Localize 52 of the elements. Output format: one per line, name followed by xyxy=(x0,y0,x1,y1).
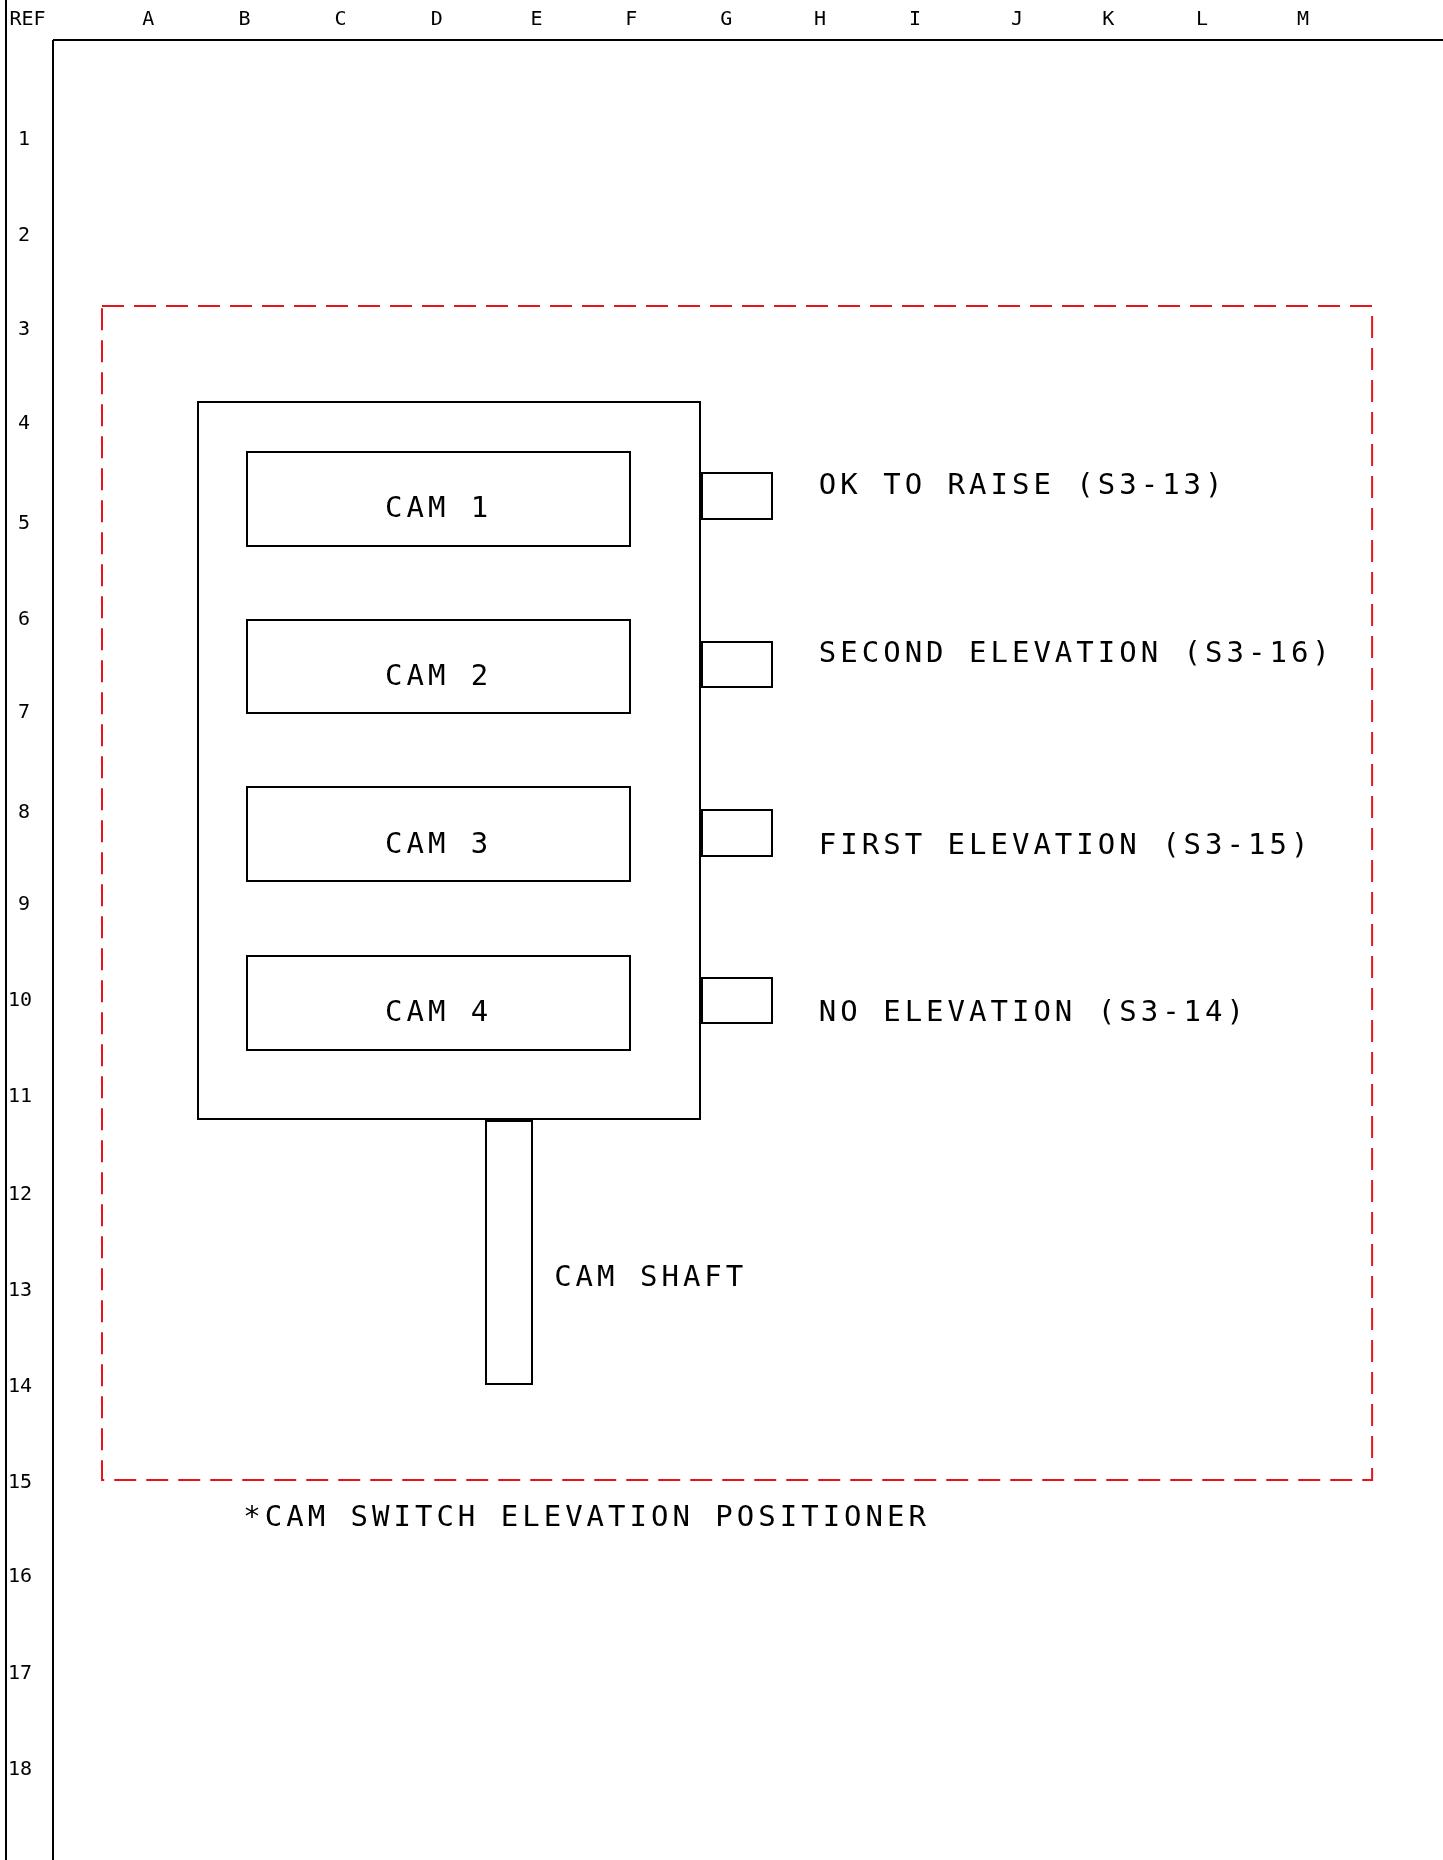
grid-reference: 13 xyxy=(8,1278,33,1299)
grid-reference: 9 xyxy=(18,893,31,914)
grid-reference: 15 xyxy=(8,1470,33,1491)
switch-tab xyxy=(701,976,773,1025)
grid-reference: 7 xyxy=(18,700,31,721)
shaft-bar xyxy=(485,1120,533,1385)
grid-reference: 5 xyxy=(18,512,31,533)
grid-reference: 14 xyxy=(8,1374,33,1395)
cam-label: CAM 2 xyxy=(384,661,494,691)
grid-reference: C xyxy=(334,8,347,28)
grid-reference: G xyxy=(720,8,733,28)
grid-reference: 11 xyxy=(8,1085,33,1106)
switch-label: SECOND ELEVATION (S3-16) xyxy=(818,637,1334,667)
grid-reference: 8 xyxy=(18,800,31,821)
cam-box xyxy=(246,450,631,547)
drawing-title: *CAM SWITCH ELEVATION POSITIONER xyxy=(243,1502,930,1532)
grid-reference: E xyxy=(530,8,543,28)
grid-reference: J xyxy=(1010,8,1023,28)
grid-reference: 16 xyxy=(8,1564,33,1585)
grid-reference: D xyxy=(430,8,443,28)
grid-reference: 3 xyxy=(18,317,31,338)
cam-label: CAM 3 xyxy=(384,828,494,858)
grid-reference: 1 xyxy=(18,127,31,148)
switch-tab xyxy=(701,640,773,689)
grid-reference: F xyxy=(625,8,638,28)
grid-reference: H xyxy=(814,8,827,28)
housing-box xyxy=(196,401,702,1121)
cam-box xyxy=(246,619,631,714)
cam-label: CAM 1 xyxy=(384,493,494,523)
grid-reference: L xyxy=(1196,8,1209,28)
grid-reference: 4 xyxy=(18,412,31,433)
grid-reference: 12 xyxy=(8,1182,33,1203)
cam-box xyxy=(246,786,631,883)
grid-reference: 17 xyxy=(8,1662,33,1682)
grid-reference: I xyxy=(908,8,921,28)
cam-label: CAM 4 xyxy=(384,997,494,1027)
grid-reference: 18 xyxy=(8,1758,33,1779)
switch-label: FIRST ELEVATION (S3-15) xyxy=(818,829,1313,859)
grid-reference: 2 xyxy=(18,223,31,244)
grid-reference: B xyxy=(238,8,251,28)
cam-box xyxy=(246,954,631,1051)
part-label: CAM SHAFT xyxy=(554,1261,748,1291)
grid-reference: 6 xyxy=(18,608,31,629)
switch-tab xyxy=(701,809,773,857)
switch-label: OK TO RAISE (S3-13) xyxy=(818,470,1227,500)
grid-reference: REF xyxy=(9,8,46,28)
grid-reference: A xyxy=(142,8,155,28)
switch-label: NO ELEVATION (S3-14) xyxy=(818,997,1248,1027)
grid-reference: K xyxy=(1102,8,1115,28)
switch-tab xyxy=(701,472,773,520)
grid-reference: M xyxy=(1296,8,1309,28)
grid-reference: 10 xyxy=(8,989,33,1010)
